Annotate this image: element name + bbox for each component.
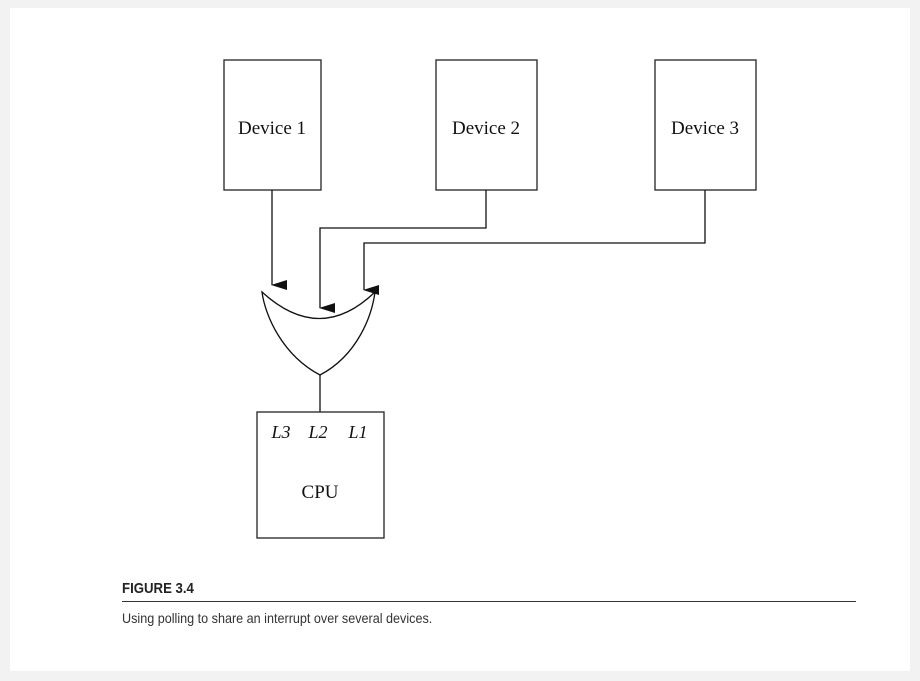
cpu-line-l1-label: L1 (347, 422, 367, 442)
device-3-node: Device 3 (654, 59, 757, 191)
cpu-box (256, 411, 385, 539)
device-1-label: Device 1 (238, 118, 306, 139)
cpu-line-l2-label: L2 (307, 422, 327, 442)
device-1-node: Device 1 (223, 59, 322, 191)
device-2-to-or-gate-wire (319, 190, 487, 313)
device-2-node: Device 2 (435, 59, 538, 191)
cpu-label: CPU (302, 482, 339, 503)
figure-number: FIGURE 3.4 (122, 580, 194, 597)
cpu-node: L3 L2 L1 CPU (256, 411, 385, 539)
device-1-box (223, 59, 322, 191)
caption-divider (122, 601, 856, 602)
cpu-line-l3-label: L3 (270, 422, 290, 442)
or-gate-symbol (261, 290, 376, 376)
device-2-box (435, 59, 538, 191)
device-2-label: Device 2 (452, 118, 520, 139)
device-3-label: Device 3 (671, 118, 739, 139)
device-3-box (654, 59, 757, 191)
figure-caption: Using polling to share an interrupt over… (122, 610, 433, 626)
device-3-to-or-gate-wire (363, 190, 706, 295)
figure-caption-block: FIGURE 3.4 Using polling to share an int… (122, 580, 856, 626)
